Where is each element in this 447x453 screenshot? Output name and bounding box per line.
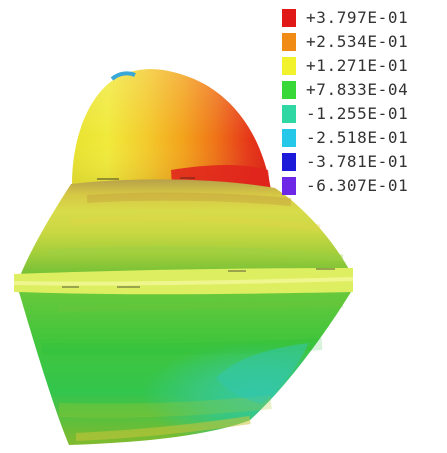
- legend-swatch: [282, 105, 296, 123]
- legend-label: +1.271E-01: [306, 56, 409, 75]
- legend-swatch: [282, 129, 296, 147]
- legend-swatch: [282, 57, 296, 75]
- equator-ring: [13, 268, 354, 295]
- legend-label: +7.833E-04: [306, 80, 409, 99]
- legend-label: -1.255E-01: [306, 104, 409, 123]
- legend-swatch: [282, 33, 296, 51]
- upper-cap-body: [72, 69, 271, 190]
- legend-label: +2.534E-01: [306, 32, 409, 51]
- legend-swatch: [282, 153, 296, 171]
- legend-item: -1.255E-01: [282, 102, 442, 126]
- middle-cone-body: [20, 179, 350, 276]
- legend-item: -3.781E-01: [282, 150, 442, 174]
- lower-cone-body: [19, 292, 351, 445]
- legend-label: -3.781E-01: [306, 152, 409, 171]
- legend-item: -2.518E-01: [282, 126, 442, 150]
- legend-label: +3.797E-01: [306, 8, 409, 27]
- legend-item: +2.534E-01: [282, 30, 442, 54]
- legend-item: -6.307E-01: [282, 174, 442, 198]
- legend-item: +1.271E-01: [282, 54, 442, 78]
- legend-label: -6.307E-01: [306, 176, 409, 195]
- legend-swatch: [282, 9, 296, 27]
- legend-label: -2.518E-01: [306, 128, 409, 147]
- legend-item: +7.833E-04: [282, 78, 442, 102]
- legend-swatch: [282, 81, 296, 99]
- legend-item: +3.797E-01: [282, 6, 442, 30]
- legend-swatch: [282, 177, 296, 195]
- color-legend: +3.797E-01 +2.534E-01 +1.271E-01 +7.833E…: [282, 6, 442, 206]
